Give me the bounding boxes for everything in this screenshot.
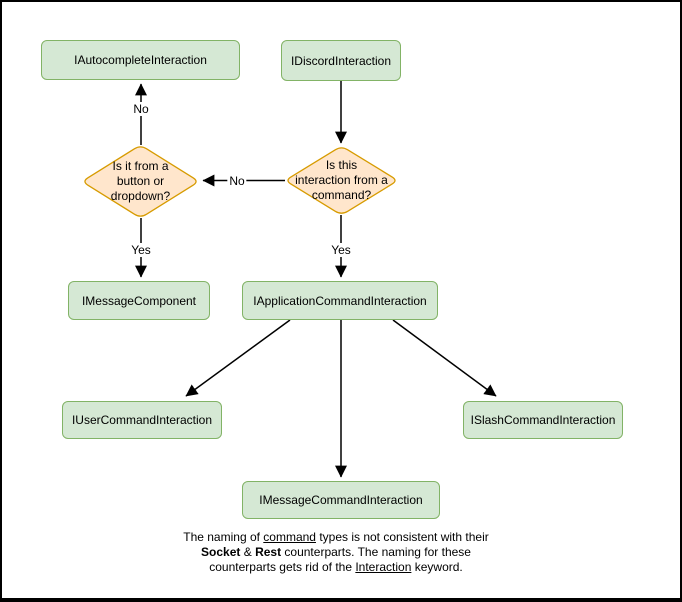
node-message-component: IMessageComponent: [68, 281, 210, 320]
caption-line: Socket & Rest counterparts. The naming f…: [201, 545, 471, 559]
edge-label-yes-to-application-command: Yes: [329, 243, 353, 257]
node-label: IMessageComponent: [81, 293, 197, 308]
decision-diamond-from-command: [287, 147, 396, 214]
caption-line: The naming of command types is not consi…: [183, 530, 489, 544]
node-label: ISlashCommandInteraction: [470, 413, 616, 427]
node-label: IApplicationCommandInteraction: [253, 293, 427, 308]
node-label: IDiscordInteraction: [290, 53, 392, 68]
edge-label-no-between-decisions: No: [227, 174, 247, 188]
edge-label-no-to-autocomplete: No: [131, 102, 151, 116]
node-user-command-interaction: IUserCommandInteraction: [62, 401, 222, 439]
node-message-command-interaction: IMessageCommandInteraction: [242, 481, 440, 519]
arrow-application-to-user-command: [185, 319, 291, 397]
node-autocomplete-interaction: IAutocompleteInteraction: [41, 40, 240, 80]
node-application-command-interaction: IApplicationCommandInteraction: [242, 281, 438, 320]
arrow-application-to-slash-command: [392, 319, 497, 397]
node-label: IMessageCommandInteraction: [259, 493, 423, 507]
caption-note: The naming of command types is not consi…: [156, 530, 516, 575]
node-slash-command-interaction: ISlashCommandInteraction: [463, 401, 623, 439]
decision-label-button-or-dropdown: Is it from a button or dropdown?: [110, 159, 171, 203]
node-label: IAutocompleteInteraction: [74, 53, 207, 67]
edge-label-yes-to-message-component: Yes: [129, 243, 153, 257]
decision-diamond-button-or-dropdown: [84, 146, 197, 217]
node-discord-interaction: IDiscordInteraction: [281, 40, 401, 81]
decision-label-from-command: Is this interaction from a command?: [295, 158, 388, 202]
caption-line: counterparts gets rid of the Interaction…: [209, 560, 463, 574]
node-label: IUserCommandInteraction: [71, 413, 213, 427]
